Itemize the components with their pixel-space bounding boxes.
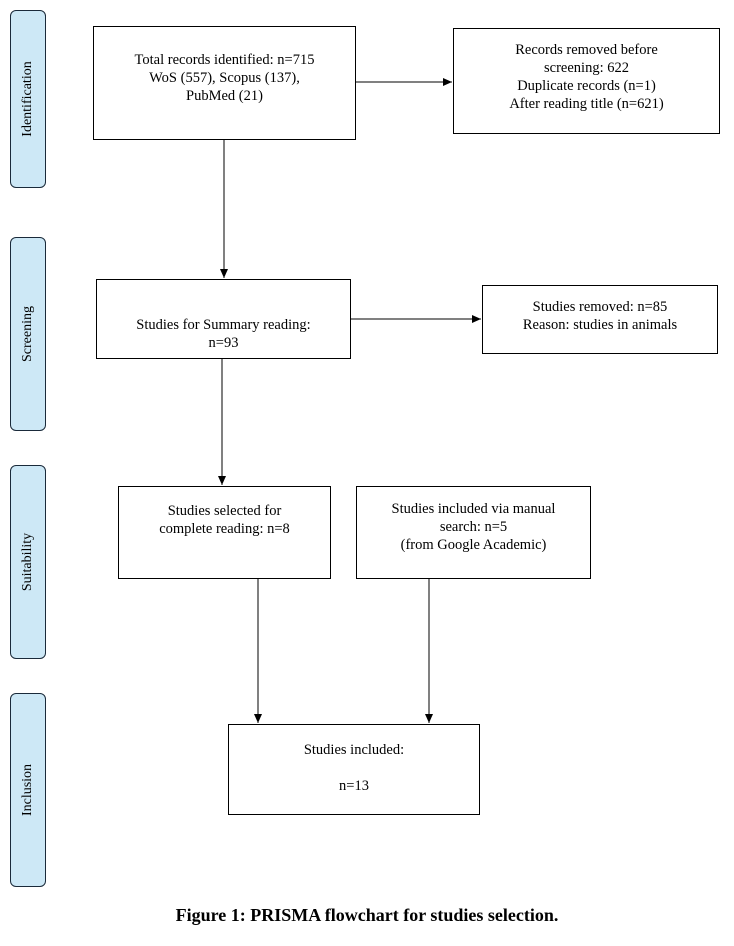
studies-removed-line-1: Studies removed: n=85 [532, 299, 668, 315]
identified-line-1: Total records identified: n=715 [134, 52, 315, 68]
box-summary-reading: Studies for Summary reading: n=93 [96, 279, 351, 359]
removed-before-line-4: After reading title (n=621) [509, 96, 664, 113]
phase-identification: Identification [10, 10, 46, 188]
phase-suitability: Suitability [10, 465, 46, 659]
box-manual-search: Studies included via manual search: n=5 … [356, 486, 591, 579]
box-complete-reading: Studies selected for complete reading: n… [118, 486, 331, 579]
box-records-removed-before-screening: Records removed before screening: 622 Du… [453, 28, 720, 134]
box-studies-removed: Studies removed: n=85 Reason: studies in… [482, 285, 718, 354]
phase-inclusion: Inclusion [10, 693, 46, 887]
identified-line-3: PubMed (21) [186, 88, 263, 105]
included-line-2 [229, 761, 479, 776]
complete-reading-line-2: complete reading: n=8 [159, 521, 290, 538]
complete-reading-line-1: Studies selected for [167, 503, 282, 519]
summary-reading-line-2: n=93 [208, 335, 239, 352]
removed-before-line-2: screening: 622 [544, 60, 629, 77]
manual-search-line-2: search: n=5 [439, 519, 508, 536]
manual-search-line-1: Studies included via manual [391, 501, 556, 517]
included-line-3: n=13 [339, 777, 369, 794]
removed-before-line-3: Duplicate records (n=1) [517, 78, 656, 95]
phase-screening: Screening [10, 237, 46, 431]
manual-search-line-3: (from Google Academic) [400, 537, 547, 554]
removed-before-line-1: Records removed before [515, 42, 658, 58]
box-records-identified: Total records identified: n=715 WoS (557… [93, 26, 356, 140]
figure-caption: Figure 1: PRISMA flowchart for studies s… [175, 905, 559, 925]
box-studies-included: Studies included: n=13 [228, 724, 480, 815]
summary-reading-line-1: Studies for Summary reading: [136, 317, 311, 333]
identified-line-2: WoS (557), Scopus (137), [149, 70, 300, 87]
studies-removed-line-2: Reason: studies in animals [522, 317, 678, 334]
included-line-1: Studies included: [303, 742, 405, 758]
